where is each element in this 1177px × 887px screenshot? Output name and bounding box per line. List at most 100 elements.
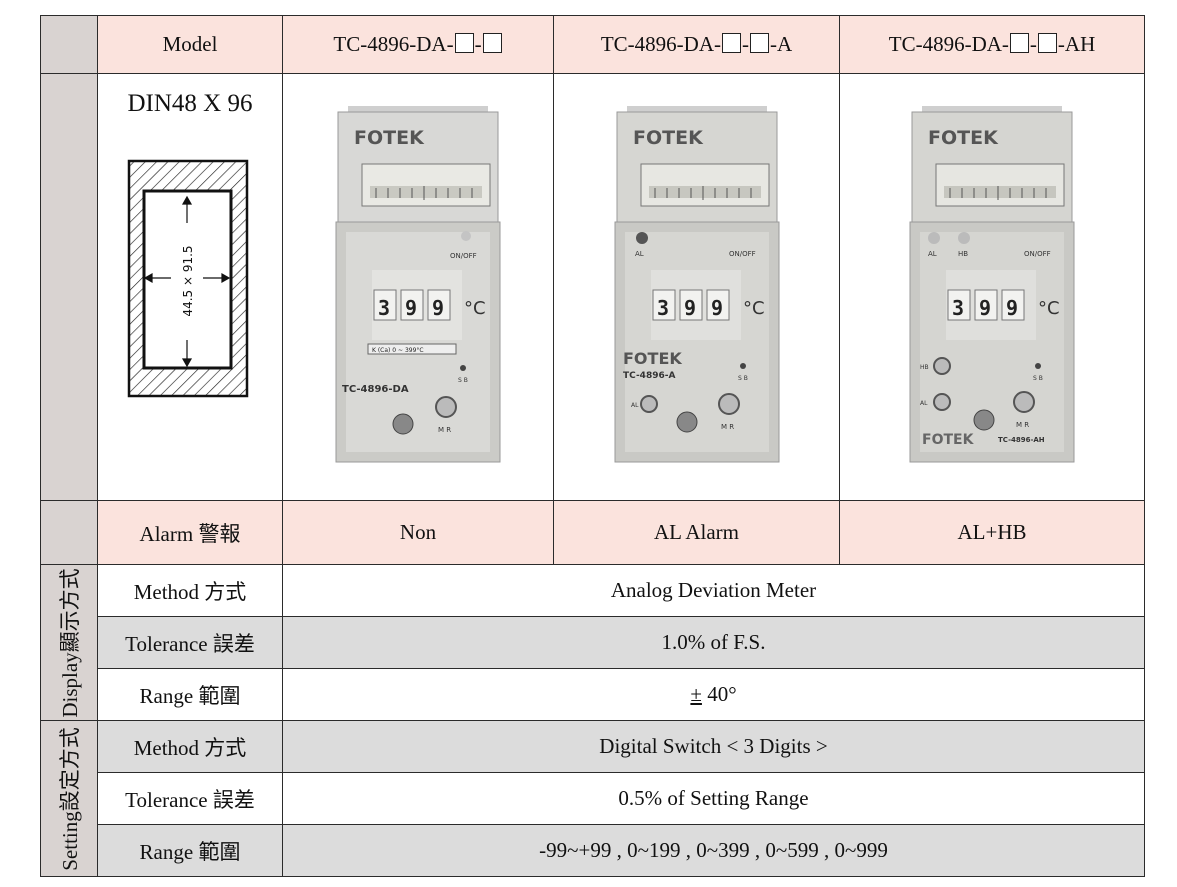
device-image: FOTEK AL HB ON/OFF 3 9 9: [909, 106, 1075, 463]
model-header-2: TC-4896-DA---A: [553, 15, 840, 74]
al-knob-label: AL: [920, 400, 928, 407]
din-cutout-cell: DIN48 X 96: [97, 73, 283, 501]
model-prefix: TC-4896-DA-: [333, 32, 454, 56]
dimension-lines: [143, 195, 231, 368]
alarm-value-1: Non: [282, 500, 554, 565]
al-indicator-label: AL: [635, 250, 644, 258]
blank-box: [454, 33, 474, 53]
hb-knob-label: HB: [920, 364, 929, 371]
model-label: Model: [97, 15, 283, 74]
blank-box: [721, 33, 741, 53]
setting-tolerance-row: Tolerance 誤差 0.5% of Setting Range: [41, 772, 1145, 825]
knob-label: M R: [438, 426, 451, 434]
group-label-en: Setting: [58, 810, 82, 871]
alarm-value-3: AL+HB: [839, 500, 1145, 565]
unit-label: °C: [743, 298, 765, 319]
model-suffix: -AH: [1057, 32, 1096, 56]
onoff-label: ON/OFF: [1024, 250, 1051, 258]
model-sep: -: [1029, 32, 1037, 56]
device-image: FOTEK AL ON/OFF 3 9 9 °C FOTEK: [614, 106, 779, 463]
row-label: Method 方式: [97, 564, 283, 617]
display-method-row: Display顯示方式 Method 方式 Analog Deviation M…: [40, 564, 1145, 721]
row-label: Tolerance 誤差: [97, 616, 283, 669]
model-sep: -: [474, 32, 482, 56]
unit-label: °C: [464, 298, 486, 319]
blank-box: [749, 33, 769, 53]
brand-text-lower: FOTEK: [623, 349, 682, 368]
side-blank: [40, 500, 98, 565]
alarm-value-2: AL Alarm: [553, 500, 840, 565]
spec-table: Model TC-4896-DA-- TC-4896-DA---A TC-489…: [40, 15, 1145, 877]
group-label-cjk: 顯示方式: [58, 567, 82, 652]
model-header-1: TC-4896-DA--: [282, 15, 554, 74]
model-text: TC-4896-DA: [342, 384, 409, 395]
row-value: Analog Deviation Meter: [282, 564, 1145, 617]
digit: 3: [657, 296, 669, 320]
digit: 9: [979, 296, 991, 320]
blank-box: [482, 33, 502, 53]
model-sep: -: [741, 32, 749, 56]
knob-label: M R: [1016, 421, 1029, 429]
model-prefix: TC-4896-DA-: [888, 32, 1009, 56]
setting-range-row: Range 範圍 -99~+99 , 0~199 , 0~399 , 0~599…: [41, 824, 1145, 877]
row-value: 1.0% of F.S.: [282, 616, 1145, 669]
header-row: Model TC-4896-DA-- TC-4896-DA---A TC-489…: [40, 15, 1145, 74]
display-range-row: Range 範圍 ± 40°: [41, 668, 1145, 721]
range-value: 40°: [701, 682, 737, 706]
din-title: DIN48 X 96: [127, 90, 253, 117]
row-value: -99~+99 , 0~199 , 0~399 , 0~599 , 0~999: [282, 824, 1145, 877]
sb-label: S B: [458, 377, 468, 384]
row-label: Tolerance 誤差: [97, 772, 283, 825]
al-indicator-label: AL: [928, 250, 937, 258]
blank-box: [1037, 33, 1057, 53]
cutout-dimension: 44.5 × 91.5: [181, 245, 195, 316]
digit: 9: [711, 296, 723, 320]
row-label: Range 範圍: [97, 668, 283, 721]
alarm-row: Alarm 警報 Non AL Alarm AL+HB: [40, 500, 1145, 565]
plus-minus: ±: [690, 682, 702, 706]
corner-cell: [40, 15, 98, 74]
brand-text: FOTEK: [354, 127, 425, 149]
model-header-3: TC-4896-DA---AH: [839, 15, 1145, 74]
setting-method-row: Setting設定方式 Method 方式 Digital Switch < 3…: [40, 720, 1145, 877]
group-label-cjk: 設定方式: [58, 726, 82, 811]
brand-text: FOTEK: [633, 127, 704, 149]
image-row: DIN48 X 96: [40, 73, 1145, 501]
model-text: TC-4896-A: [623, 371, 675, 381]
sb-label: S B: [1033, 375, 1043, 382]
sb-label: S B: [738, 375, 748, 382]
group-label-en: Display: [58, 651, 82, 718]
al-knob-label: AL: [631, 402, 639, 409]
digit: 9: [405, 296, 417, 320]
model-text: TC-4896-AH: [998, 436, 1045, 444]
digit: 3: [952, 296, 964, 320]
brand-text-lower: FOTEK: [922, 432, 975, 448]
display-tolerance-row: Tolerance 誤差 1.0% of F.S.: [41, 616, 1145, 669]
brand-text: FOTEK: [928, 127, 999, 149]
device-photo-1: FOTEK ON/OFF 3 9 9 °C K (Ca) 0 ~: [282, 73, 554, 501]
row-label: Range 範圍: [97, 824, 283, 877]
digit: 9: [1006, 296, 1018, 320]
onoff-label: ON/OFF: [729, 250, 756, 258]
digit: 3: [378, 296, 390, 320]
model-prefix: TC-4896-DA-: [600, 32, 721, 56]
digit: 9: [432, 296, 444, 320]
hb-indicator-label: HB: [958, 250, 968, 258]
blank-box: [1009, 33, 1029, 53]
display-group-label: Display顯示方式: [40, 564, 98, 721]
side-blank: [40, 73, 98, 501]
setting-group-label: Setting設定方式: [40, 720, 98, 877]
row-label: Method 方式: [97, 720, 283, 773]
model-suffix: -A: [769, 32, 793, 56]
range-label: K (Ca) 0 ~ 399°C: [372, 347, 424, 354]
device-photo-2: FOTEK AL ON/OFF 3 9 9 °C FOTEK: [553, 73, 840, 501]
row-value: Digital Switch < 3 Digits >: [282, 720, 1145, 773]
knob-label: M R: [721, 423, 734, 431]
device-photo-3: FOTEK AL HB ON/OFF 3 9 9: [839, 73, 1145, 501]
onoff-label: ON/OFF: [450, 252, 477, 260]
digit: 9: [684, 296, 696, 320]
cutout-diagram: 44.5 × 91.5: [127, 159, 249, 398]
unit-label: °C: [1038, 298, 1060, 319]
alarm-label: Alarm 警報: [97, 500, 283, 565]
device-image: FOTEK ON/OFF 3 9 9 °C K (Ca) 0 ~: [335, 106, 501, 463]
